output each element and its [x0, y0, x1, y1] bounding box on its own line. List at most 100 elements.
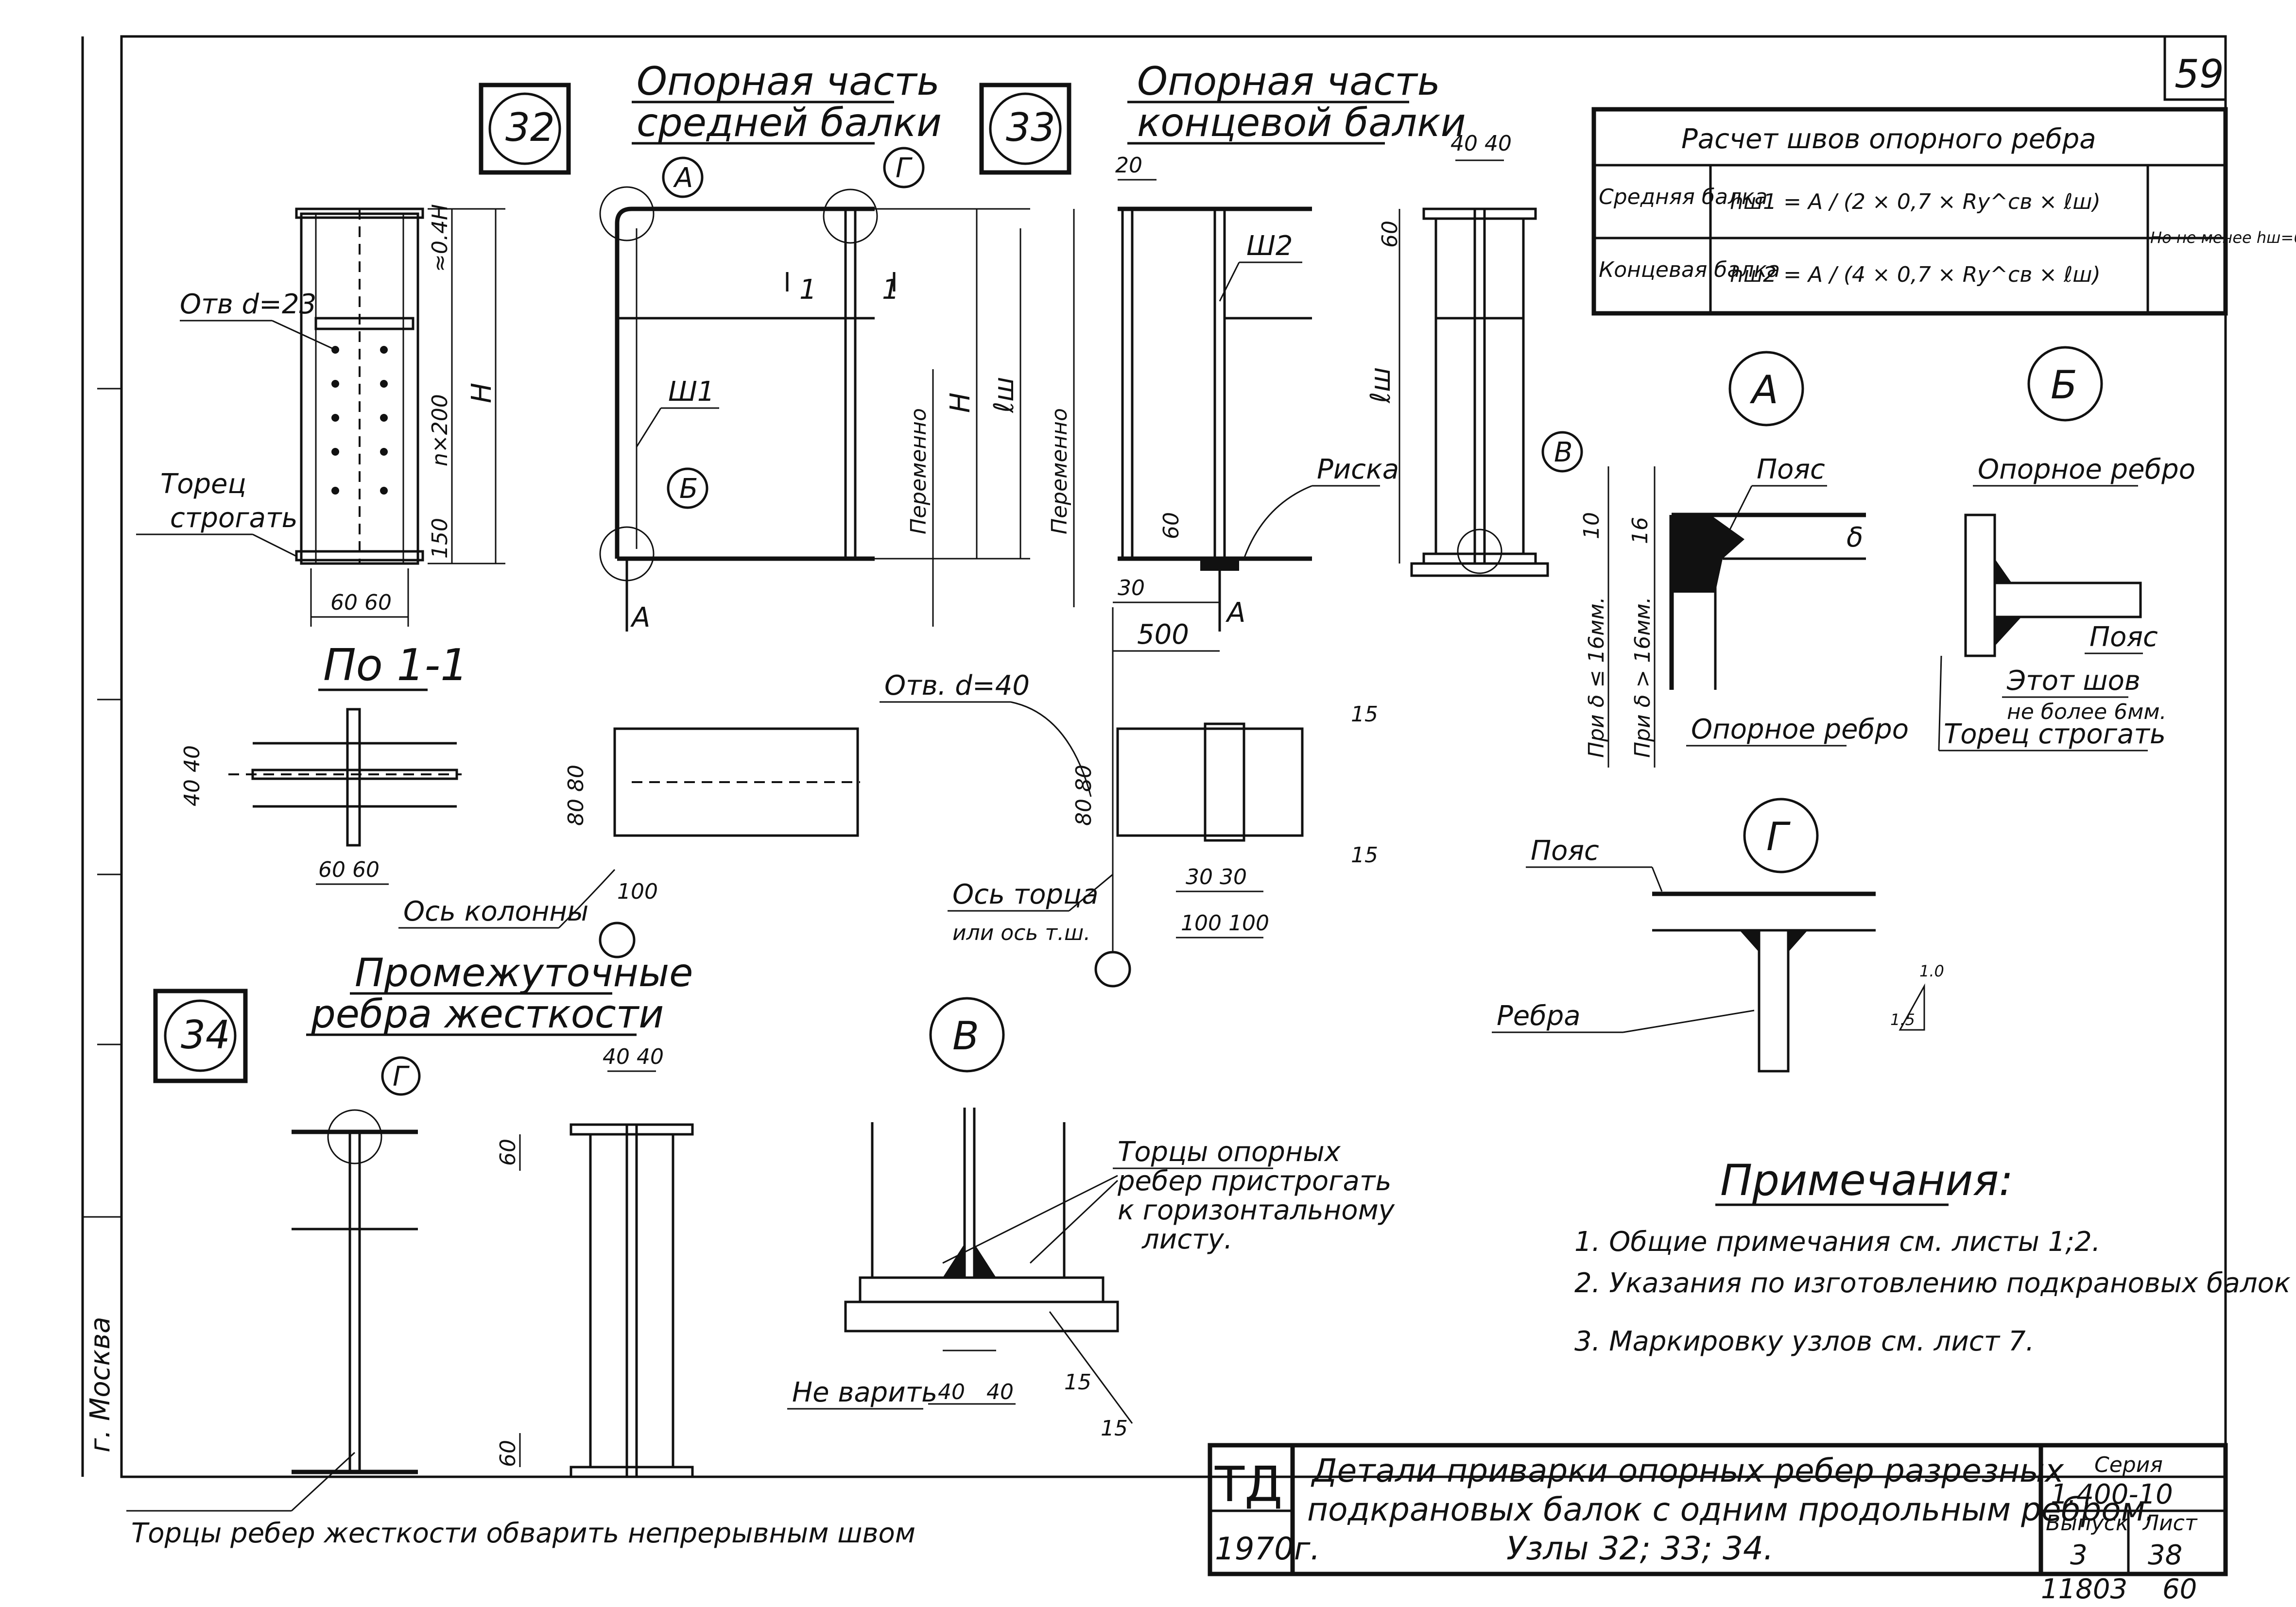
node-32-dim-top: ≈0.4H: [428, 204, 452, 272]
detail-v-dim-40b: 40: [986, 1380, 1014, 1404]
title-block-title-3: Узлы 32; 33; 34.: [1506, 1530, 1774, 1567]
section-1-1-title: По 1-1: [323, 640, 468, 691]
node-33-dim-60-side: 60: [1378, 221, 1402, 248]
node-32-badge-circle: [488, 92, 561, 165]
node-32-title-2: средней балки: [637, 100, 942, 145]
node-34-title-2: ребра жесткости: [311, 992, 664, 1037]
notes-item-3: 3. Маркировку узлов см. лист 7.: [1574, 1326, 2034, 1357]
title-block-title-1: Детали приварки опорных ребер разрезных: [1311, 1452, 2064, 1489]
node-32-callout-g: Г: [896, 153, 913, 184]
title-block-issue-label: Выпуск: [2046, 1511, 2129, 1536]
section-1-1-dim-40-40: 40 40: [180, 745, 205, 806]
node-32-title-1: Опорная часть: [637, 59, 940, 104]
calc-table-row2-name: Концевая балка: [1599, 257, 1780, 282]
detail-a-cond1: При δ ≤ 16мм.: [1584, 597, 1609, 758]
node-34-dim-60b: 60: [496, 1440, 520, 1467]
detail-a-belt: Пояс: [1757, 454, 1825, 485]
sheet-frame: 59: [81, 35, 2227, 1478]
detail-b-belt: Пояс: [2089, 621, 2158, 653]
node-33-dim-20: 20: [1115, 153, 1142, 178]
node-34-dim-40-40: 40 40: [603, 1044, 664, 1069]
node-33-dim-500: 500: [1137, 619, 1189, 650]
title-block-series-label: Серия: [2094, 1453, 2163, 1477]
node-32-hole-label: Отв d=23: [180, 289, 316, 320]
detail-g-r1: 1.0: [1919, 962, 1944, 980]
section-1-1-dim-80-80-r: 80 80: [1071, 765, 1096, 826]
detail-v-dim-15a: 15: [1064, 1370, 1091, 1395]
detail-a-dim10: 10: [1579, 512, 1604, 539]
section-1-1-dim-60-60: 60 60: [318, 857, 380, 882]
detail-b-note2: не более 6мм.: [2007, 700, 2167, 724]
notes-item-1: 1. Общие примечания см. листы 1;2.: [1574, 1226, 2101, 1258]
section-1-1-axis-face-2: или ось т.ш.: [952, 921, 1090, 945]
node-33-dim-40-40: 40 40: [1450, 131, 1512, 156]
node-33-title-1: Опорная часть: [1137, 59, 1440, 104]
node-33-dim-60: 60: [1159, 512, 1184, 539]
detail-a-delta: δ: [1847, 522, 1863, 553]
section-1-1-dim-80-80: 80 80: [564, 765, 588, 826]
node-32-dim-bottom: 150: [428, 518, 452, 559]
title-block-sheet-label: Лист: [2142, 1511, 2198, 1536]
node-33-callout-v: В: [1554, 437, 1572, 468]
detail-g-label: Г: [1766, 814, 1791, 859]
detail-a-dim16: 16: [1628, 517, 1653, 544]
detail-a-label: А: [1749, 367, 1778, 412]
detail-v-no-weld: Не варить: [792, 1377, 937, 1408]
node-32-section-mark-2: 1: [882, 274, 899, 306]
section-1-1-dim-15a: 15: [1351, 702, 1378, 727]
title-block-org: ТД: [1214, 1456, 1282, 1513]
node-34-badge-frame: [153, 989, 248, 1083]
bottom-number: 11803: [2041, 1573, 2127, 1605]
title-block-year: 1970г.: [1215, 1531, 1320, 1567]
node-33-dim-30: 30: [1118, 576, 1145, 600]
detail-v-dim-40a: 40: [938, 1380, 965, 1404]
node-32-dim-height: H: [466, 383, 498, 403]
section-1-1-hole-label: Отв. d=40: [884, 670, 1030, 701]
sheet-number: 59: [2175, 51, 2224, 97]
node-33-dim-lw: ℓш: [1365, 367, 1397, 404]
section-1-1-dim-100: 100: [617, 879, 658, 904]
title-block-series-value: 1.400-10: [2051, 1479, 2173, 1510]
node-33-arrow-a: А: [1226, 597, 1245, 629]
notes-item-2: 2. Указания по изготовлению подкрановых …: [1574, 1267, 2296, 1299]
detail-v-note-4: листу.: [1141, 1224, 1233, 1255]
node-32-dim-lw: ℓш: [988, 377, 1020, 413]
node-32-section-mark: 1: [799, 274, 817, 306]
node-32-badge: 32: [505, 105, 555, 150]
notes: Примечания: 1. Общие примечания см. лист…: [1574, 1155, 2296, 1357]
detail-a: А Пояс Опорное ребро 10 16 δ При δ ≤ 16м…: [1579, 351, 1909, 768]
node-32-dim-h: H: [945, 393, 976, 413]
node-32: 32 Опорная часть средней балки ≈0.4H H n…: [136, 59, 1030, 633]
calc-table-title: Расчет швов опорного ребра: [1681, 123, 2096, 155]
title-block: ТД 1970г. Детали приварки опорных ребер …: [1208, 1443, 2228, 1576]
section-1-1-dim-30-30: 30 30: [1186, 865, 1247, 889]
title-block-issue-value: 3: [2070, 1539, 2088, 1571]
node-34-note: Торцы ребер жесткости обварить непрерывн…: [131, 1518, 915, 1549]
detail-g-rib: Ребра: [1497, 1000, 1581, 1032]
node-33-badge-frame: [979, 83, 1071, 175]
section-1-1-dim-15b: 15: [1351, 843, 1378, 868]
node-34-callout-g: Г: [393, 1061, 410, 1093]
node-32-face-note-1: Торец: [160, 468, 246, 500]
node-33-var-label: Переменно: [1047, 408, 1072, 534]
node-34-dim-60a: 60: [496, 1139, 520, 1166]
calc-table-row2-formula: hш2 = A / (4 × 0,7 × Ry^св × ℓш): [1730, 262, 2101, 287]
node-32-face-note-2: строгать: [170, 502, 298, 534]
detail-b-note1: Этот шов: [2006, 665, 2141, 697]
node-33-weld-w2: Ш2: [1246, 230, 1293, 262]
title-block-sheet-value: 38: [2148, 1539, 2182, 1571]
bottom-page: 60: [2162, 1573, 2197, 1605]
detail-v-dim-15b: 15: [1101, 1416, 1128, 1441]
section-1-1-axis-label: Ось колонны: [403, 896, 588, 927]
section-1-1-axis-face-1: Ось торца: [952, 879, 1099, 910]
detail-v-label: В: [952, 1013, 979, 1059]
node-32-callout-a: А: [673, 162, 693, 194]
detail-v-note-1: Торцы опорных: [1118, 1136, 1341, 1168]
detail-b-label: Б: [2051, 362, 2077, 408]
detail-v-note-3: к горизонтальному: [1118, 1195, 1395, 1226]
calc-table: Расчет швов опорного ребра Средняя балка…: [1591, 107, 2296, 316]
detail-a-cond2: При δ > 16мм.: [1630, 597, 1655, 758]
detail-a-rib: Опорное ребро: [1691, 714, 1909, 745]
node-32-callout-b: Б: [679, 473, 698, 505]
title-block-title-2: подкрановых балок с одним продольным реб…: [1307, 1491, 2155, 1528]
